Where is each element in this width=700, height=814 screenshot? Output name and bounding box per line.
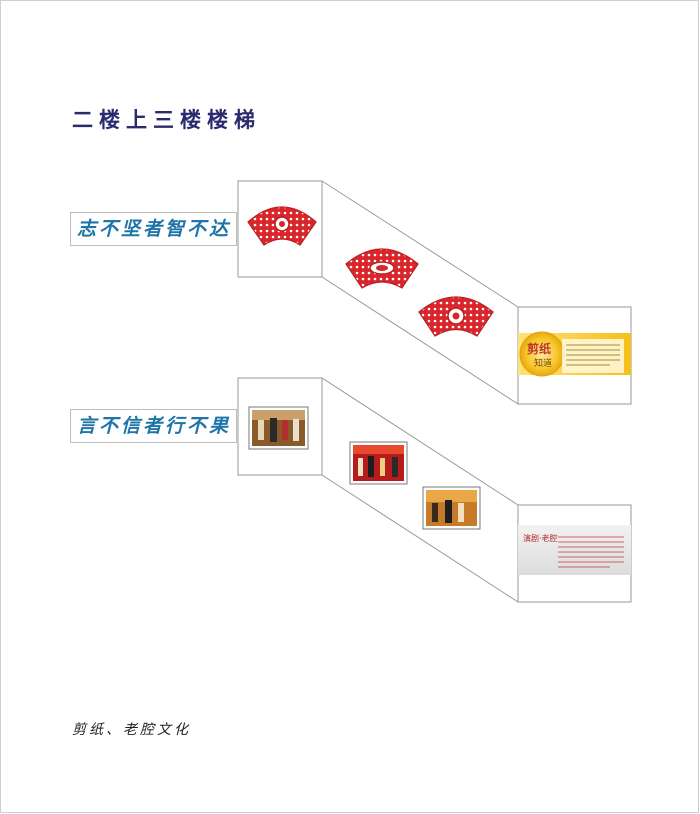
- opera-photo-2: [349, 441, 408, 485]
- papercut-fan-2: [345, 248, 419, 289]
- opera-photo-1: [248, 406, 309, 450]
- motto-upper: 志不坚者智不达: [70, 212, 237, 246]
- opera-photo-3: [422, 486, 481, 530]
- culture-caption: 剪纸、老腔文化: [72, 722, 191, 738]
- page-title: 二楼上三楼楼梯: [72, 107, 261, 132]
- opera-info-panel: [518, 525, 631, 575]
- papercut-badge-top: 剪纸: [527, 342, 552, 356]
- opera-panel-title: 演剧·老腔: [523, 534, 558, 543]
- papercut-fan-1: [247, 206, 317, 246]
- papercut-fan-3: [418, 296, 494, 337]
- papercut-info-panel: [518, 331, 631, 377]
- motto-lower: 言不信者行不果: [70, 409, 237, 443]
- papercut-badge-bottom: 知道: [534, 359, 553, 369]
